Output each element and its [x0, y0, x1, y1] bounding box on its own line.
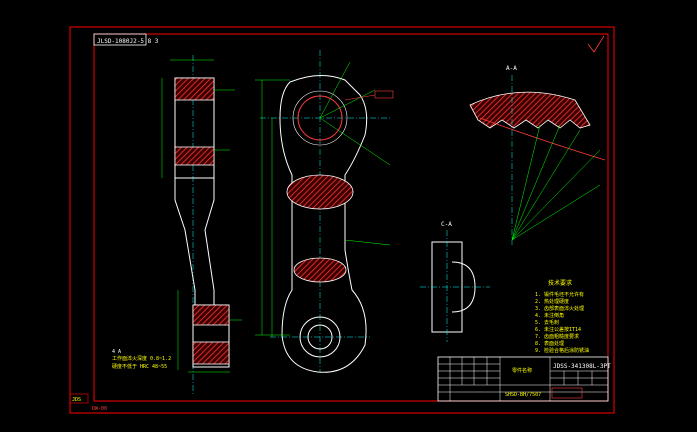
- title-code: JDSS-341308L-3PT: [553, 363, 611, 370]
- drawing-code-text: JLSD-1080J2-5 8 3: [97, 38, 159, 45]
- tech-req-title: 技术要求: [548, 279, 572, 287]
- tech-req-8: 8. 表面处理: [535, 340, 564, 347]
- tech-req-9: 9. 检验合格后涂防锈油: [535, 347, 589, 354]
- section-c-label: C-A: [441, 221, 452, 228]
- left-note-1: 工作面淬火深度 0.8~1.2: [112, 355, 171, 362]
- section-c-view: C-A: [420, 221, 490, 342]
- material-label: 零件名称: [512, 367, 532, 374]
- tech-req-6: 6. 未注公差按IT14: [535, 326, 581, 333]
- tech-req-7: 7. 齿面粗糙度要求: [535, 333, 579, 340]
- corner-stamp-box: [69, 393, 89, 404]
- left-note-2: 硬度不低于 HRC 48~55: [112, 363, 167, 370]
- title-block: JDSS-341308L-3PT 零件名称 SHSD-BH/7507: [437, 356, 611, 402]
- scale-label: SHSD-BH/7507: [505, 392, 541, 398]
- side-view: [161, 55, 242, 395]
- note-label: 4 A: [112, 349, 121, 355]
- inner-border: [93, 33, 609, 402]
- tech-req-3: 3. 齿部表面淬火处理: [535, 305, 584, 312]
- corner-stamp: JDS: [72, 397, 81, 403]
- drawing-code-box: [93, 33, 147, 46]
- tech-req-2: 2. 热处理硬度: [535, 298, 569, 305]
- lever-front-view: [255, 50, 394, 373]
- tech-req-5: 5. 去毛刺: [535, 319, 559, 326]
- outer-border: [69, 26, 615, 414]
- tech-req-1: 1. 锻件毛坯不允许有: [535, 291, 584, 298]
- bottom-left-code: DW-00: [92, 406, 107, 412]
- detail-gear-view: A-A: [469, 65, 606, 245]
- tech-requirements: 技术要求 1. 锻件毛坯不允许有 2. 热处理硬度 3. 齿部表面淬火处理 4.…: [535, 279, 589, 354]
- roughness-symbol: [587, 35, 605, 53]
- detail-label: A-A: [506, 65, 517, 72]
- tech-req-4: 4. 未注倒角: [535, 312, 564, 319]
